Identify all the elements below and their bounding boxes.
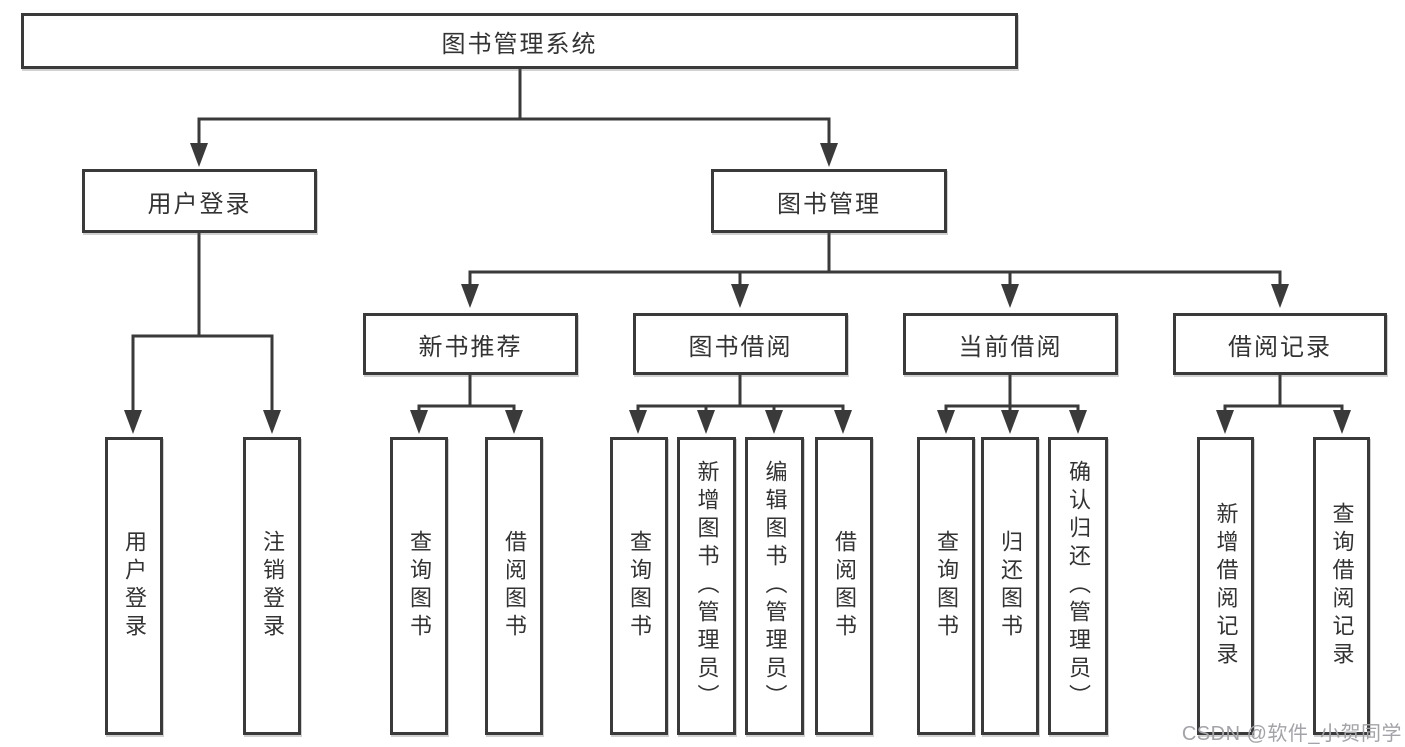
leaf-query-books-recommend: 查询图书: [390, 437, 448, 735]
leaf-query-books-borrowing: 查询图书: [610, 437, 668, 735]
leaf-add-borrow-record: 新增借阅记录: [1197, 437, 1254, 735]
node-new-book-recommend: 新书推荐: [363, 313, 578, 375]
leaf-borrow-books-recommend: 借阅图书: [485, 437, 543, 735]
node-borrowing-records: 借阅记录: [1173, 313, 1387, 375]
leaf-query-books-current: 查询图书: [917, 437, 975, 735]
leaf-borrow-books: 借阅图书: [815, 437, 873, 735]
leaf-user-login: 用户登录: [105, 437, 163, 735]
connector-book-management: [461, 233, 1289, 308]
connector-root: [190, 69, 838, 167]
connector-borrowing-records: [1216, 375, 1351, 434]
node-current-borrowing: 当前借阅: [903, 313, 1118, 375]
leaf-logout: 注销登录: [243, 437, 301, 735]
leaf-edit-book-admin: 编辑图书（管理员）: [745, 437, 804, 735]
node-root: 图书管理系统: [21, 13, 1018, 69]
connector-current-borrowing: [937, 375, 1087, 434]
connector-new-book-recommend: [410, 375, 523, 434]
node-user-login: 用户登录: [82, 169, 317, 233]
connector-user-login: [124, 233, 281, 434]
watermark: CSDN @软件_小贺同学: [1181, 723, 1402, 745]
connector-book-borrowing: [629, 375, 852, 434]
leaf-confirm-return-admin: 确认归还（管理员）: [1048, 437, 1108, 735]
node-book-management: 图书管理: [711, 169, 947, 233]
leaf-add-book-admin: 新增图书（管理员）: [677, 437, 736, 735]
leaf-return-book: 归还图书: [981, 437, 1039, 735]
node-book-borrowing: 图书借阅: [633, 313, 848, 375]
leaf-query-borrow-record: 查询借阅记录: [1313, 437, 1370, 735]
